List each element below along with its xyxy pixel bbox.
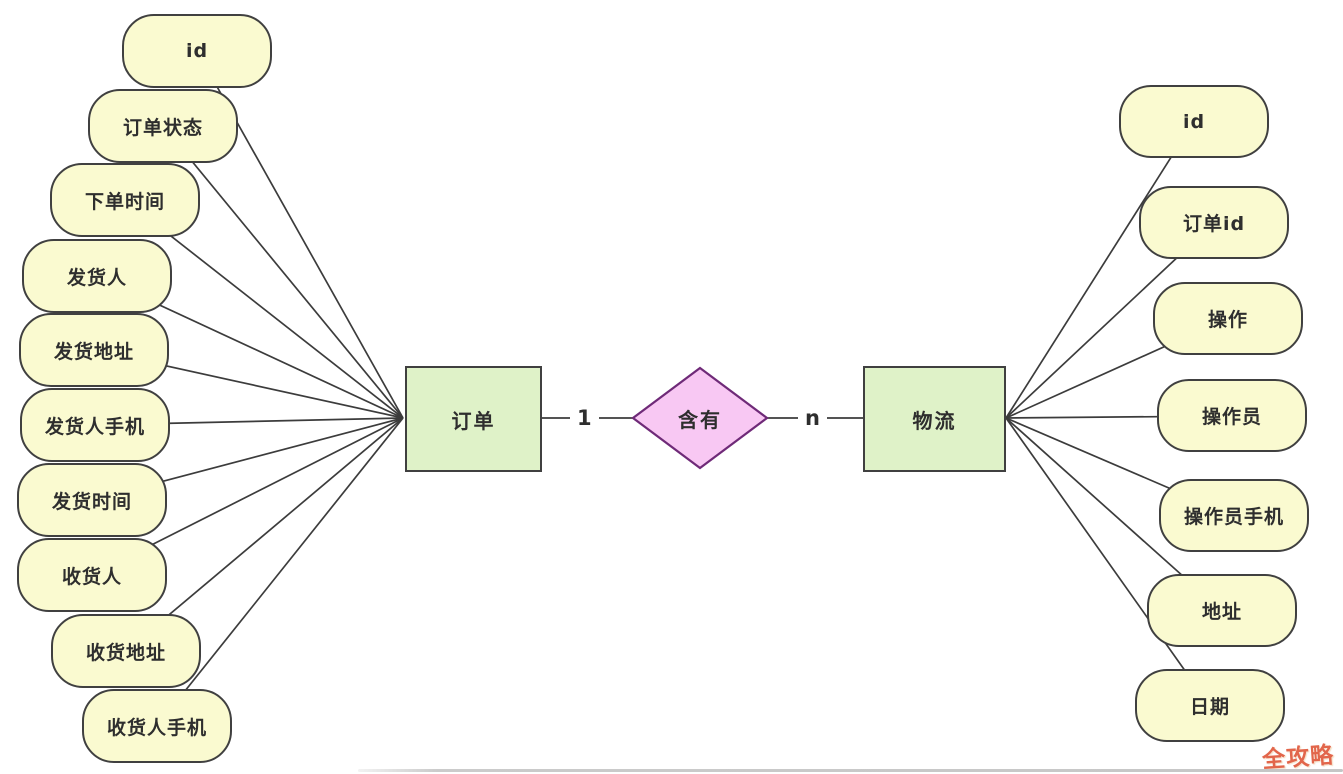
attr-label: 收货人 <box>61 565 122 588</box>
attr-label: 发货地址 <box>53 340 134 363</box>
attr-label: 操作 <box>1207 309 1248 331</box>
attr-operator-phone: 操作员手机 <box>1159 479 1309 552</box>
attr-logistics-id: id <box>1119 85 1269 158</box>
attr-shipper-phone: 发货人手机 <box>20 388 170 462</box>
attr-operator: 操作员 <box>1157 379 1307 452</box>
attr-label: 操作员手机 <box>1183 506 1284 528</box>
attr-label: 发货人手机 <box>44 415 145 438</box>
attr-label: id <box>185 40 209 62</box>
attr-label: 订单状态 <box>122 116 203 139</box>
attr-receive-address: 收货地址 <box>51 614 201 688</box>
connector-line <box>162 125 404 419</box>
attr-label: 下单时间 <box>84 190 165 213</box>
attr-date: 日期 <box>1135 669 1285 742</box>
attr-label: 订单id <box>1182 213 1246 235</box>
attr-label: 收货地址 <box>85 641 166 664</box>
attr-label: id <box>1182 110 1206 133</box>
attr-label: 操作员 <box>1201 406 1262 428</box>
entity-label: 物流 <box>912 408 957 433</box>
diamond-shape-icon <box>631 366 769 470</box>
attr-logistics-order-id: 订单id <box>1139 186 1289 259</box>
attr-receiver-phone: 收货人手机 <box>82 689 232 763</box>
attr-order-id: id <box>122 14 272 88</box>
entity-order: 订单 <box>405 366 542 472</box>
attr-label: 地址 <box>1201 601 1242 623</box>
attr-ship-time: 发货时间 <box>17 463 167 537</box>
attr-order-status: 订单状态 <box>88 89 238 163</box>
attr-address: 地址 <box>1147 574 1297 647</box>
attr-label: 收货人手机 <box>106 716 207 739</box>
connector-line <box>1005 120 1195 419</box>
cardinality-right: n <box>798 404 827 432</box>
attr-ship-address: 发货地址 <box>19 313 169 387</box>
attr-label: 日期 <box>1189 696 1230 718</box>
connector-line <box>1005 417 1211 707</box>
relationship-label: 含有 <box>678 407 722 432</box>
bottom-divider <box>358 769 1343 772</box>
attr-order-time: 下单时间 <box>50 163 200 237</box>
attr-label: 发货人 <box>66 266 127 289</box>
connector-line <box>156 417 404 727</box>
entity-label: 订单 <box>451 408 496 433</box>
attr-receiver: 收货人 <box>17 538 167 612</box>
attr-operation: 操作 <box>1153 282 1303 355</box>
relationship-contains: 含有 <box>631 366 769 470</box>
connector-line <box>125 417 404 652</box>
attr-label: 发货时间 <box>51 490 132 513</box>
attr-shipper: 发货人 <box>22 239 172 313</box>
entity-logistics: 物流 <box>863 366 1006 472</box>
cardinality-left: 1 <box>570 404 599 432</box>
